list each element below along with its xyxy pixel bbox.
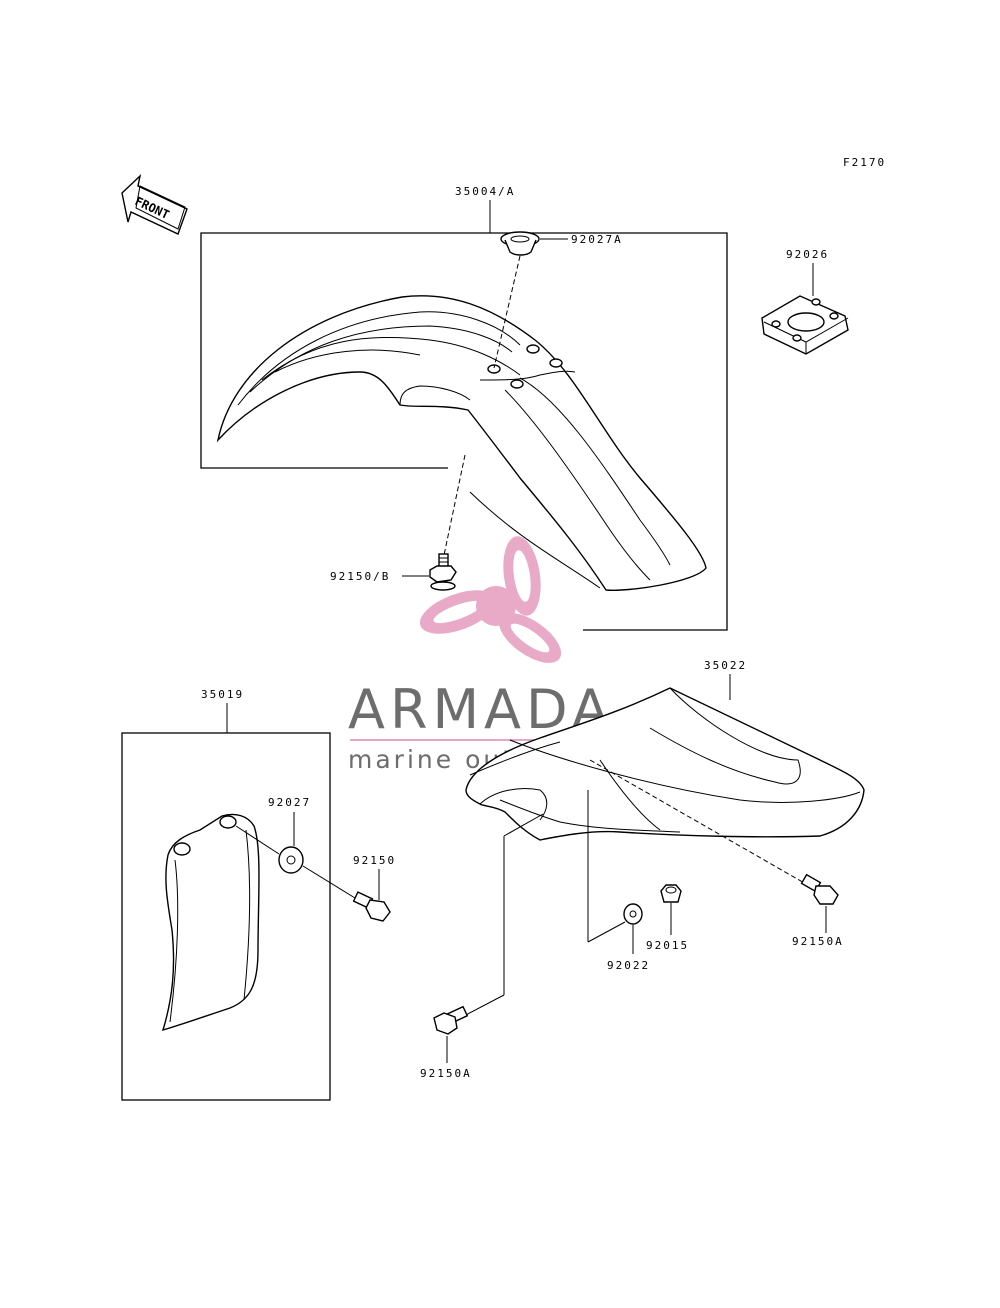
front-arrow-icon: FRONT: [121, 173, 188, 235]
label-grommet-a: 92027A: [571, 233, 623, 246]
label-front-fender: 35004/A: [455, 185, 515, 198]
figure-code: F2170: [843, 156, 886, 169]
leader-rear-bottom-3: [459, 994, 505, 1019]
dash-bolt-b: [442, 454, 466, 561]
label-flap: 35019: [201, 688, 244, 701]
rear-fender-part: [465, 687, 865, 841]
label-rear-fender: 35022: [704, 659, 747, 672]
leader-rear-bottom-1: [503, 813, 544, 837]
nut-part: [660, 884, 682, 903]
label-bolt-b: 92150/B: [330, 570, 390, 583]
flap-part: [161, 813, 260, 1032]
bolt-b-part: [429, 553, 457, 591]
label-washer: 92022: [607, 959, 650, 972]
flap-box: [121, 732, 331, 1101]
label-bolt-a-right: 92150A: [792, 935, 844, 948]
dash-grommet-a: [493, 255, 521, 369]
leader-grommet-bolt: [302, 865, 356, 899]
grommet-a-part: [500, 231, 540, 256]
grommet-part: [278, 846, 304, 874]
label-bolt-a-bottom: 92150A: [420, 1067, 472, 1080]
armada-logo-icon: [419, 536, 562, 663]
pad-part: [761, 295, 849, 355]
label-bolt: 92150: [353, 854, 396, 867]
bolt-part: [352, 891, 391, 922]
washer-part: [623, 903, 643, 925]
dash-bolt-a-right: [589, 759, 807, 885]
leader-washer-diagonal: [587, 921, 626, 943]
label-nut: 92015: [646, 939, 689, 952]
label-pad: 92026: [786, 248, 829, 261]
label-grommet: 92027: [268, 796, 311, 809]
bolt-a-bottom-part: [433, 1005, 469, 1035]
leader-flap-grommet: [235, 825, 280, 855]
front-fender-box: [200, 232, 728, 631]
front-fender-part: [216, 295, 707, 591]
bolt-a-right-part: [800, 873, 839, 905]
